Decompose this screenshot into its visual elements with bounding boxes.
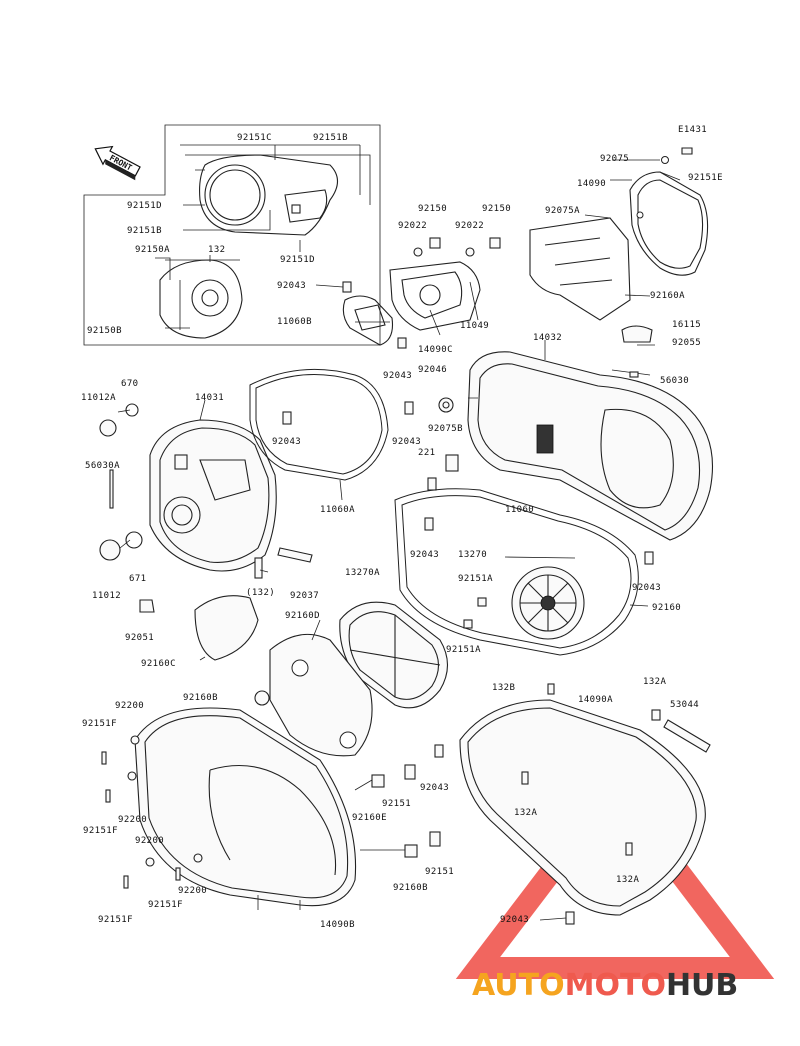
label-92151A-a: 92151A [458,574,493,584]
label-92151F-d: 92151F [98,915,133,925]
label-92075B: 92075B [428,424,463,434]
label-92043-h: 92043 [500,915,529,925]
label-11060A: 11060A [320,505,355,515]
cover-14090 [529,147,709,321]
part-labels: E1431 92151C 92151B 92151D 92151B 92151D… [81,125,723,930]
label-92022-b: 92022 [455,221,484,231]
label-92200-c: 92200 [135,836,164,846]
label-92200-d: 92200 [178,886,207,896]
label-11049: 11049 [460,321,489,331]
label-11012: 11012 [92,591,121,601]
watermark-moto: MOTO [565,968,666,1003]
label-92150A: 92150A [135,245,170,255]
label-11060: 11060 [505,505,534,515]
label-92150-b: 92150 [482,204,511,214]
label-670: 670 [121,379,138,389]
label-92151F-a: 92151F [82,719,117,729]
label-92151-b: 92151 [425,867,454,877]
label-132A-c: 132A [616,875,639,885]
label-92043-e: 92043 [410,550,439,560]
cover-14032 [438,325,713,541]
label-14090: 14090 [577,179,606,189]
label-92046: 92046 [418,365,447,375]
cover-14090C [315,237,501,349]
label-56030: 56030 [660,376,689,386]
label-671: 671 [129,574,146,584]
label-E1431: E1431 [678,125,707,135]
label-92043-c: 92043 [272,437,301,447]
label-92160A: 92160A [650,291,685,301]
label-92037: 92037 [290,591,319,601]
label-92043-g: 92043 [420,783,449,793]
label-92160B-b: 92160B [393,883,428,893]
label-14090A: 14090A [578,695,613,705]
label-92043-a: 92043 [277,281,306,291]
label-92051: 92051 [125,633,154,643]
label-92043-b: 92043 [383,371,412,381]
plate-13270A [339,601,449,709]
label-92151D-left: 92151D [127,201,162,211]
label-92075: 92075 [600,154,629,164]
label-14090B: 14090B [320,920,355,930]
label-92055: 92055 [672,338,701,348]
label-132-paren: (132) [246,588,275,598]
label-92160D: 92160D [285,611,320,621]
label-92151B-top: 92151B [313,133,348,143]
label-13270: 13270 [458,550,487,560]
label-92151B-left: 92151B [127,226,162,236]
label-92151A-b: 92151A [446,645,481,655]
label-92043-d: 92043 [392,437,421,447]
label-132-inset: 132 [208,245,225,255]
label-14090C: 14090C [418,345,453,355]
plates-92160 [194,595,373,757]
watermark-hub: HUB [666,968,738,1003]
watermark-triangle [455,769,775,979]
label-132B: 132B [492,683,515,693]
label-92160E: 92160E [352,813,387,823]
gasket-11060A [249,368,459,501]
label-14032: 14032 [533,333,562,343]
label-53044: 53044 [670,700,699,710]
label-92160C: 92160C [141,659,176,669]
label-16115: 16115 [672,320,701,330]
watermark-text: AUTOMOTOHUB [472,968,738,1003]
label-92150-a: 92150 [418,204,447,214]
inset-box: FRONT [83,124,381,346]
label-92043-f: 92043 [632,583,661,593]
label-92200-b: 92200 [118,815,147,825]
label-132A-a: 132A [643,677,666,687]
label-92151C: 92151C [237,133,272,143]
label-132A-b: 132A [514,808,537,818]
cover-14031 [99,399,313,613]
label-13270A: 13270A [345,568,380,578]
label-11060B: 11060B [277,317,312,327]
label-92151-a: 92151 [382,799,411,809]
label-56030A: 56030A [85,461,120,471]
label-221: 221 [418,448,435,458]
cover-14090B [101,690,444,910]
label-92160: 92160 [652,603,681,613]
label-92151F-b: 92151F [83,826,118,836]
label-92151D-bottom: 92151D [280,255,315,265]
label-11012A: 11012A [81,393,116,403]
label-14031: 14031 [195,393,224,403]
label-92022-a: 92022 [398,221,427,231]
gasket-11060 [394,488,654,656]
label-92151E: 92151E [688,173,723,183]
cover-14090A [459,683,711,925]
label-92150B: 92150B [87,326,122,336]
watermark-auto: AUTO [472,968,565,1003]
label-92075A: 92075A [545,206,580,216]
front-arrow-icon: FRONT [94,145,141,181]
label-92151F-c: 92151F [148,900,183,910]
label-92160B-a: 92160B [183,693,218,703]
label-92200-a: 92200 [115,701,144,711]
